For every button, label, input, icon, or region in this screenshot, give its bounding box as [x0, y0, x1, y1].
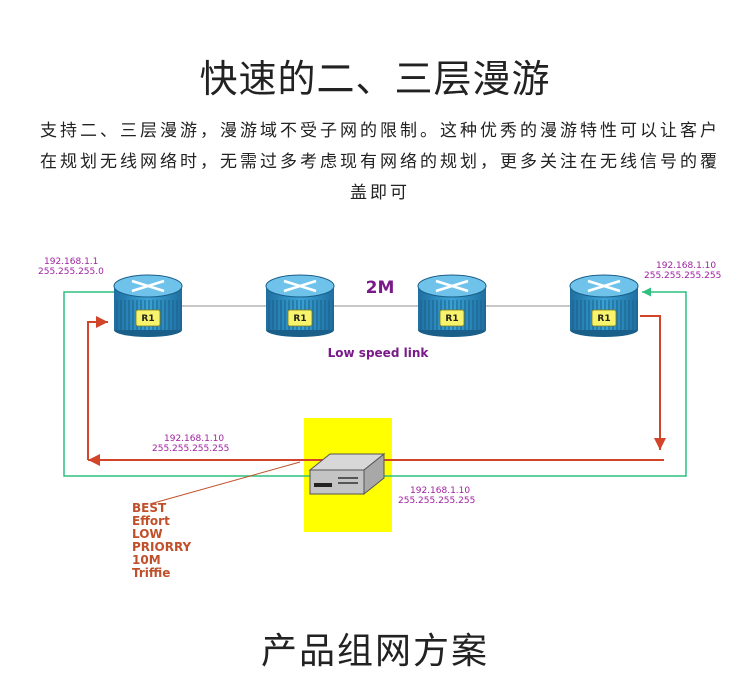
switch-device	[308, 452, 386, 496]
router-4: R1	[569, 274, 639, 337]
qos-line: Effort	[132, 514, 170, 528]
qos-pointer	[149, 461, 301, 505]
left-router-ip: 192.168.1.1	[44, 257, 98, 267]
switch-ip: 192.168.1.10	[410, 486, 470, 496]
qos-line: Triffie	[132, 566, 170, 580]
left-path-mask: 255.255.255.255	[152, 444, 229, 454]
router-1: R1	[113, 274, 183, 337]
router-3: R1	[417, 274, 487, 337]
section-title: 产品组网方案	[260, 631, 489, 672]
description-text: 支持二、三层漫游，漫游域不受子网的限制。这种优秀的漫游特性可以让客户在规划无线网…	[40, 121, 720, 203]
right-router-mask: 255.255.255.255	[644, 271, 721, 281]
red-path-right	[640, 315, 666, 450]
left-path-ip: 192.168.1.10	[164, 434, 224, 444]
router-2: R1	[265, 274, 335, 337]
link-bandwidth: 2M	[366, 278, 395, 298]
page-title: 快速的二、三层漫游	[199, 57, 551, 101]
qos-line: 10M	[132, 553, 161, 567]
router-label: R1	[293, 314, 306, 324]
red-path-left	[87, 316, 108, 460]
right-router-ip: 192.168.1.10	[656, 261, 716, 271]
router-label: R1	[445, 314, 458, 324]
qos-line: PRIORRY	[132, 540, 192, 554]
qos-line: LOW	[132, 527, 163, 541]
left-router-mask: 255.255.255.0	[38, 267, 104, 277]
link-caption: Low speed link	[328, 346, 430, 360]
router-label: R1	[597, 314, 610, 324]
router-label: R1	[141, 314, 154, 324]
qos-label: BEST Effort LOW PRIORRY 10M Triffie	[132, 501, 192, 580]
qos-line: BEST	[132, 501, 167, 515]
switch-mask: 255.255.255.255	[398, 496, 475, 506]
